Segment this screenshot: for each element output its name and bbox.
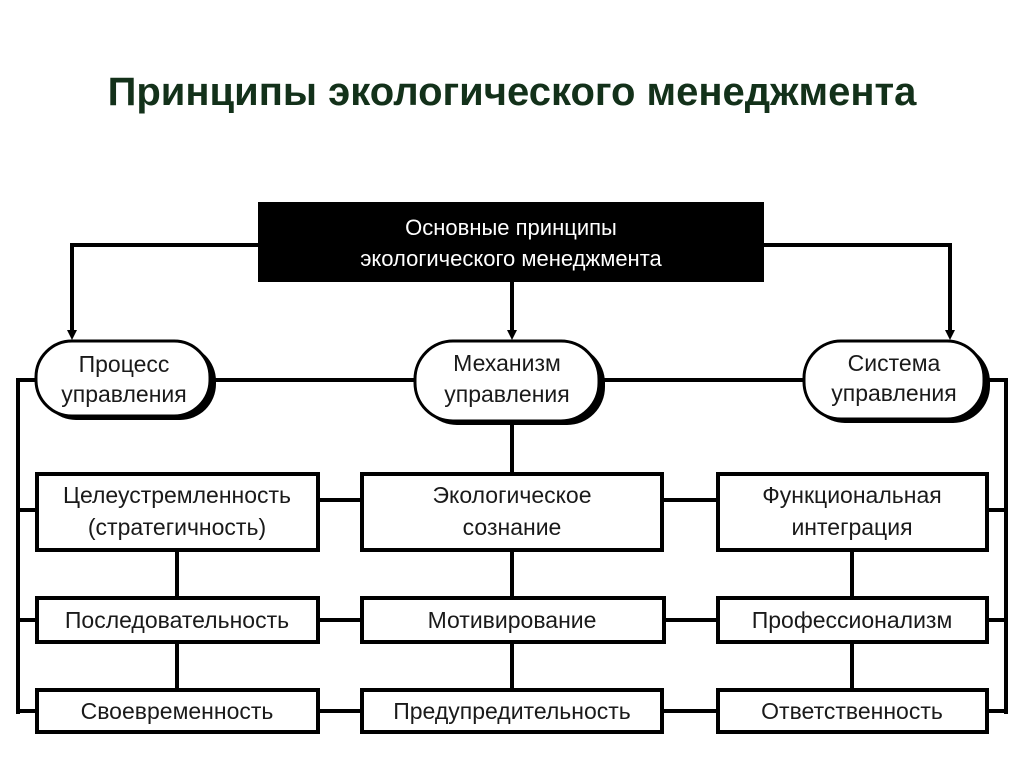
responsibility-label: Ответственность — [761, 698, 943, 724]
category-process-line-2: управления — [61, 381, 186, 407]
principle-box-motivation: Мотивирование — [360, 596, 666, 644]
root-line-1: Основные принципы — [405, 215, 617, 240]
category-system-line-1: Система — [848, 350, 941, 376]
consistency-label: Последовательность — [65, 607, 289, 633]
category-mechanism-line-2: управления — [444, 381, 569, 407]
purposefulness-line-2: (стратегичность) — [88, 514, 266, 540]
motivation-label: Мотивирование — [428, 607, 597, 633]
category-system-line-2: управления — [831, 380, 956, 406]
principle-box-purposefulness: Целеустремленность (стратегичность) — [35, 472, 320, 552]
prevention-label: Предупредительность — [393, 698, 631, 724]
principle-box-responsibility: Ответственность — [716, 688, 989, 734]
principle-box-ecological-awareness: Экологическое сознание — [360, 472, 664, 552]
arrow-to-category-right — [764, 243, 955, 340]
category-process-line-1: Процесс — [79, 351, 170, 377]
timeliness-label: Своевременность — [81, 698, 274, 724]
slide-title: Принципы экологического менеджмента — [107, 70, 917, 114]
category-node-mechanism: Механизм управления — [413, 339, 605, 425]
principle-box-timeliness: Своевременность — [35, 688, 320, 734]
principle-box-consistency: Последовательность — [35, 596, 320, 644]
principle-box-professionalism: Профессионализм — [716, 596, 989, 644]
root-line-2: экологического менеджмента — [360, 246, 662, 271]
category-node-system: Система управления — [802, 339, 990, 423]
arrow-to-category-left — [67, 243, 258, 340]
principle-box-prevention: Предупредительность — [360, 688, 664, 734]
functional-integration-line-2: интеграция — [791, 514, 912, 540]
category-mechanism-line-1: Механизм — [453, 350, 561, 376]
purposefulness-line-1: Целеустремленность — [63, 482, 291, 508]
root-arrows — [67, 243, 955, 340]
professionalism-label: Профессионализм — [752, 607, 953, 633]
category-node-process: Процесс управления — [34, 339, 216, 420]
functional-integration-line-1: Функциональная — [762, 482, 941, 508]
principle-box-functional-integration: Функциональная интеграция — [716, 472, 989, 552]
ecological-awareness-line-2: сознание — [463, 514, 562, 540]
root-node: Основные принципы экологического менеджм… — [258, 202, 764, 282]
ecological-awareness-line-1: Экологическое — [432, 482, 591, 508]
